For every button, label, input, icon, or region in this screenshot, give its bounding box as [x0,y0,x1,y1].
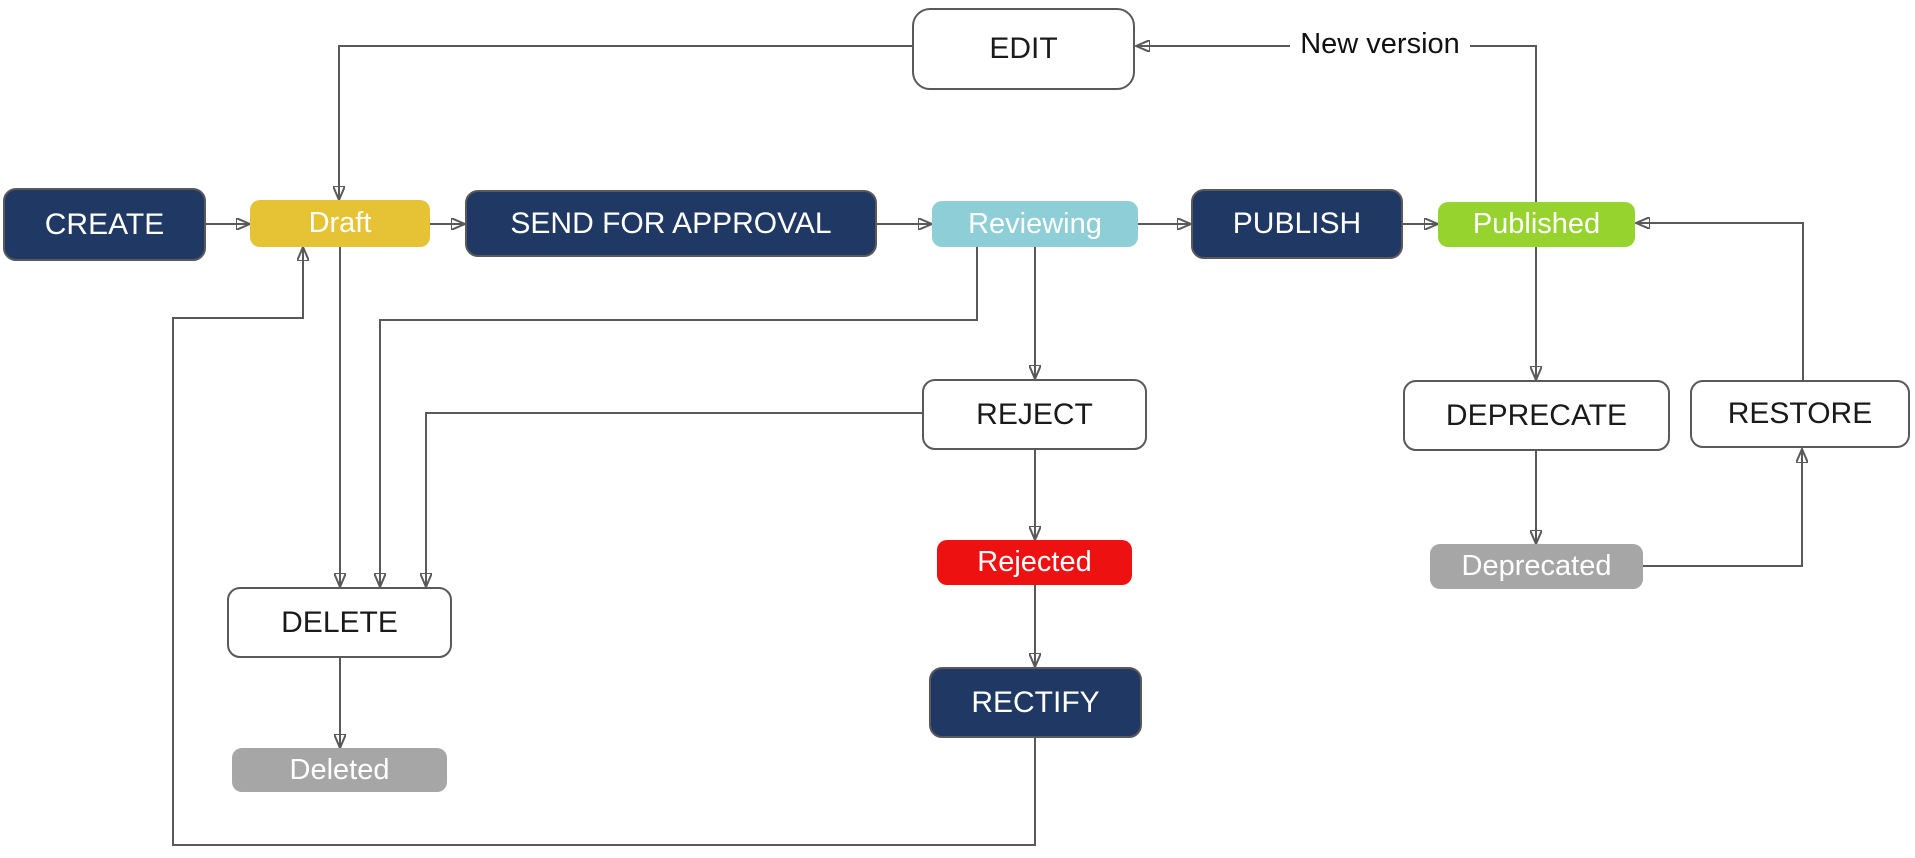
node-reviewing: Reviewing [932,201,1138,247]
edge-reviewing-to-delete [380,247,978,586]
node-edit: EDIT [912,8,1135,90]
node-deprecate: DEPRECATE [1403,380,1670,451]
node-publish: PUBLISH [1191,189,1403,259]
node-restore: RESTORE [1690,380,1910,448]
edge-edit-to-draft [339,45,912,199]
edge-published-to-edit-new-version [1137,46,1537,202]
edge-deprecated-to-restore [1643,450,1802,567]
node-published: Published [1438,202,1635,247]
node-create: CREATE [3,188,206,261]
node-delete: DELETE [227,587,452,658]
edge-label-new-version: New version [1290,25,1470,63]
node-reject: REJECT [922,379,1147,450]
node-send-for-approval: SEND FOR APPROVAL [465,190,877,257]
node-rectify: RECTIFY [929,667,1142,738]
node-deleted: Deleted [232,748,447,792]
edge-rectify-to-draft [172,248,1036,846]
edge-restore-to-published [1637,223,1804,380]
node-deprecated: Deprecated [1430,544,1643,589]
edge-reject-to-delete [426,412,922,586]
node-draft: Draft [250,200,430,247]
node-rejected: Rejected [937,540,1132,585]
